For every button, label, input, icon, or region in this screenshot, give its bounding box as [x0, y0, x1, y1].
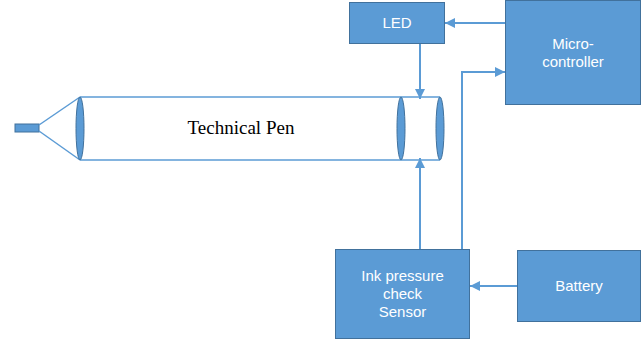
pen-ring [76, 97, 84, 160]
node-label: Ink pressure check Sensor [359, 267, 446, 321]
node-label: Battery [555, 277, 603, 295]
connector-arrow [445, 22, 505, 24]
pen-ring [436, 97, 444, 160]
microcontroller-box: Micro- controller [505, 0, 641, 105]
battery-box: Battery [517, 250, 641, 322]
pen-nib [15, 124, 39, 132]
pen-body-line [80, 159, 440, 161]
connector-arrow [462, 72, 505, 249]
connector-arrow [419, 158, 421, 249]
node-label: LED [382, 14, 411, 32]
pen-tip-line [39, 131, 80, 160]
node-label: Micro- controller [528, 35, 618, 71]
connector-arrow [470, 285, 517, 287]
led-box: LED [349, 2, 445, 44]
connector-arrow [419, 44, 421, 99]
pen-tip-line [39, 97, 80, 125]
pen-body-line [80, 96, 440, 98]
node-label: Technical Pen [188, 117, 295, 140]
pen-ring [397, 97, 405, 160]
pen-body: Technical Pen [84, 99, 398, 158]
sensor-box: Ink pressure check Sensor [335, 249, 470, 339]
